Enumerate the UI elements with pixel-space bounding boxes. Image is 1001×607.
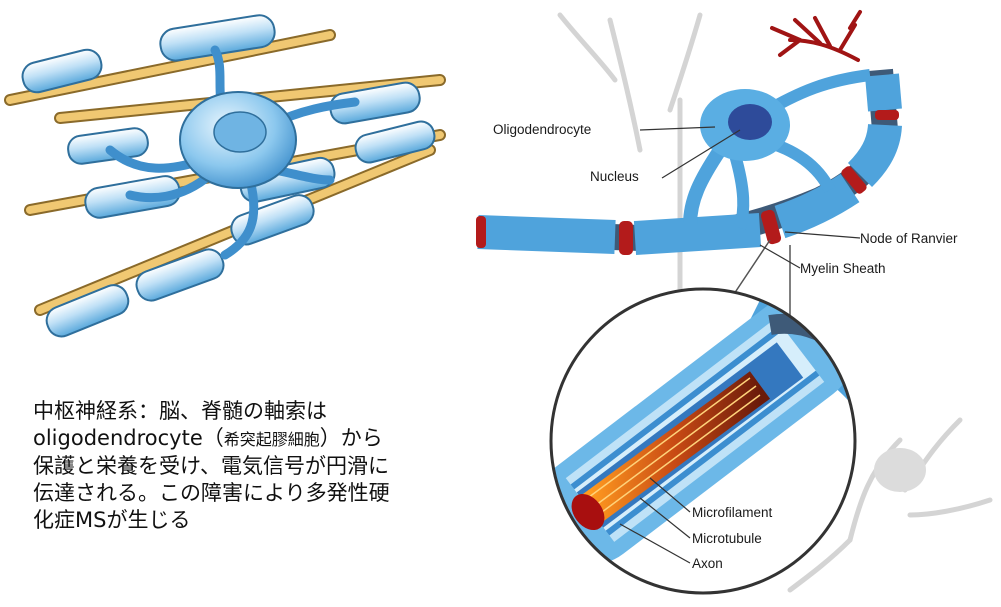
caption-line-2-a: oligodendrocyte（ — [33, 426, 224, 450]
neuron-nucleus — [728, 104, 772, 140]
soma-nucleus — [214, 112, 266, 152]
background-soma — [874, 448, 926, 492]
label-axon: Axon — [692, 556, 723, 571]
label-node-of-ranvier: Node of Ranvier — [860, 231, 958, 246]
caption-line-5: 化症MSが生じる — [33, 507, 493, 534]
caption-line-3: 保護と栄養を受け、電気信号が円滑に — [33, 453, 493, 480]
left-oligodendrocyte-illustration — [10, 13, 440, 341]
right-neuron-illustration: Oligodendrocyte Nucleus Node of Ranvier … — [476, 12, 990, 593]
red-dendrite — [772, 12, 860, 60]
caption-line-4: 伝達される。この障害により多発性硬 — [33, 480, 493, 507]
magnified-axon-circle — [551, 289, 900, 593]
caption-line-1: 中枢神経系：脳、脊髄の軸索は — [33, 398, 493, 425]
caption-line-2: oligodendrocyte（希突起膠細胞）から — [33, 425, 493, 453]
caption-line-2-b: 希突起膠細胞 — [224, 430, 320, 449]
label-myelin-sheath: Myelin Sheath — [800, 261, 886, 276]
caption-text: 中枢神経系：脳、脊髄の軸索は oligodendrocyte（希突起膠細胞）から… — [33, 398, 493, 534]
label-oligodendrocyte: Oligodendrocyte — [493, 122, 591, 137]
label-microfilament: Microfilament — [692, 505, 773, 520]
label-microtubule: Microtubule — [692, 531, 762, 546]
label-nucleus: Nucleus — [590, 169, 639, 184]
caption-line-2-c: ）から — [320, 426, 383, 450]
